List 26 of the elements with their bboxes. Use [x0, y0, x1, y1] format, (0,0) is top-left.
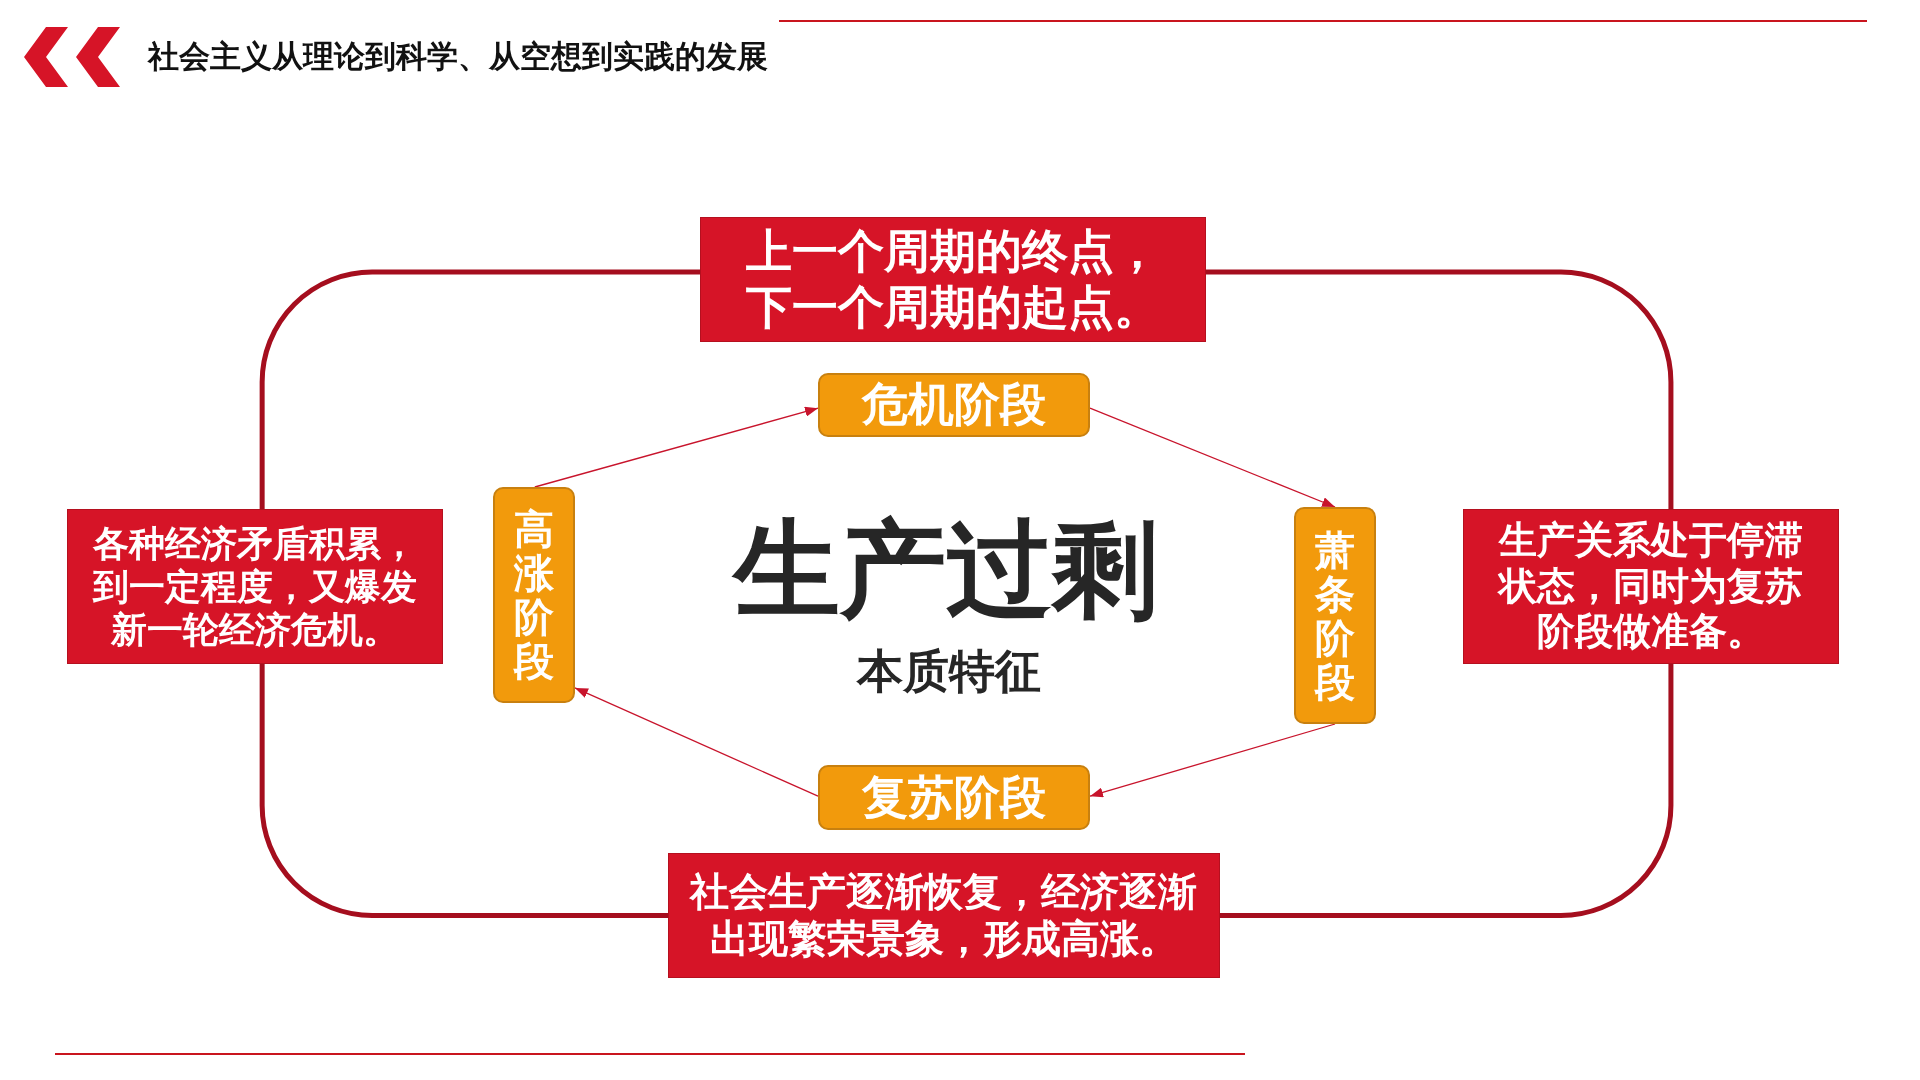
phase-label: 复苏阶段 [861, 769, 1047, 826]
phase-label: 高涨阶段 [514, 507, 554, 683]
phase-label: 萧条阶段 [1315, 527, 1355, 704]
note-text: 各种经济矛盾积累，到一定程度，又爆发新一轮经济危机。 [91, 521, 418, 652]
center-subheading: 本质特征 [857, 646, 1041, 697]
note-box [1463, 509, 1839, 664]
phase-box [1294, 507, 1376, 724]
arrow [534, 406, 819, 488]
arrow [574, 687, 819, 797]
page-title: 社会主义从理论到科学、从空想到实践的发展 [148, 38, 768, 76]
note-text: 社会生产逐渐恢复，经济逐渐出现繁荣景象，形成高涨。 [688, 868, 1199, 963]
note-box [668, 853, 1220, 978]
note-text: 上一个周期的终点，下一个周期的起点。 [745, 224, 1161, 335]
cycle-line [259, 664, 668, 918]
arrow [1089, 723, 1336, 798]
note-text: 生产关系处于停滞状态，同时为复苏阶段做准备。 [1497, 518, 1804, 655]
phase-box [818, 373, 1090, 437]
cycle-line [1206, 269, 1674, 509]
phase-box [818, 765, 1090, 830]
note-box [67, 509, 443, 664]
note-box [700, 217, 1206, 342]
phase-box [493, 487, 575, 703]
cycle-line [1220, 664, 1674, 918]
arrow [1089, 407, 1336, 508]
cycle-line [259, 269, 700, 509]
phase-label: 危机阶段 [860, 377, 1047, 433]
